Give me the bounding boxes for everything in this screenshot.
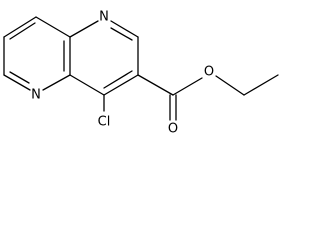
bond-n1-c2 [110, 20, 139, 38]
atom-label-n1: N [99, 10, 109, 25]
bond-c3-c4 [103, 74, 139, 96]
bond-ester-o-ch2 [215, 75, 245, 96]
atom-label-carbonyl-o: O [168, 122, 178, 137]
bond-c4-c4a [69, 74, 105, 96]
bond-c8-c7 [3, 16, 37, 38]
molecule-drawing: N N Cl O O [3, 10, 279, 137]
bond-ch2-ch3 [243, 74, 279, 96]
bond-carbonyl-ester-o [172, 77, 203, 96]
bond-c6-n5-inner [9, 71, 30, 84]
bond-n5-c4a [42, 74, 71, 91]
bond-c6-n5 [3, 74, 31, 91]
bond-n1-c2-inner [110, 27, 133, 41]
bond-c3-c4-inner [103, 70, 133, 89]
atom-labels: N N Cl O O [31, 10, 214, 137]
bond-c8a-c8 [35, 16, 71, 38]
atom-label-cl: Cl [98, 115, 111, 130]
atom-label-ester-o: O [204, 65, 214, 80]
atom-label-n5: N [31, 88, 41, 103]
bonds [3, 16, 279, 121]
structure-canvas: N N Cl O O [3, 10, 279, 137]
bond-c8-c7-inner [9, 22, 36, 40]
bond-c3-carbonyl [137, 74, 174, 96]
bond-c8a-n1 [69, 20, 99, 38]
